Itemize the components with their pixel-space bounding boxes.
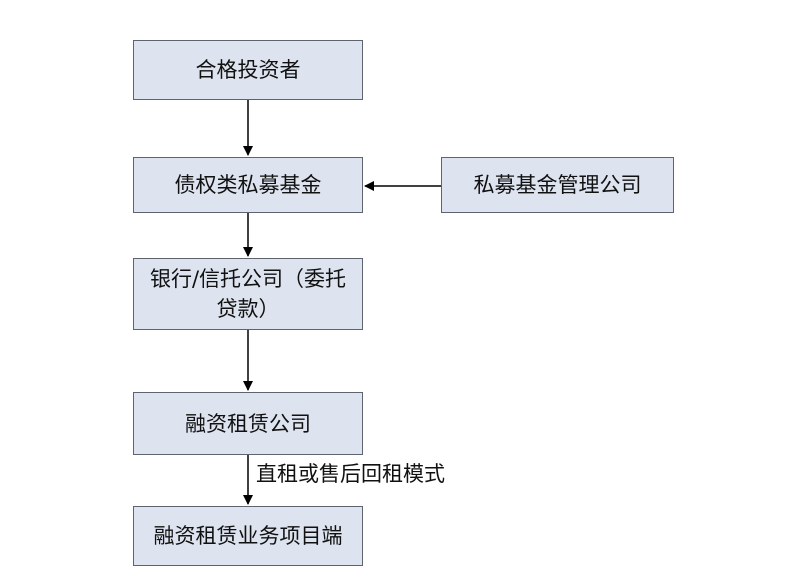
node-leasing-company: 融资租赁公司: [133, 392, 363, 455]
node-fund-manager-label: 私募基金管理公司: [473, 173, 642, 197]
node-leasing-project-label: 融资租赁业务项目端: [153, 524, 343, 548]
node-bank-trust-label: 银行/信托公司（委托贷款）: [149, 267, 347, 321]
node-investor-label: 合格投资者: [195, 58, 301, 82]
node-bank-trust: 银行/信托公司（委托贷款）: [133, 258, 363, 330]
node-debt-fund-label: 债权类私募基金: [174, 173, 322, 197]
node-investor: 合格投资者: [133, 40, 363, 100]
edge-label-leasing-to-project: 直租或售后回租模式: [256, 462, 445, 486]
node-leasing-project: 融资租赁业务项目端: [133, 506, 363, 566]
node-leasing-company-label: 融资租赁公司: [185, 411, 311, 436]
node-fund-manager: 私募基金管理公司: [441, 157, 674, 213]
node-debt-fund: 债权类私募基金: [133, 157, 363, 213]
